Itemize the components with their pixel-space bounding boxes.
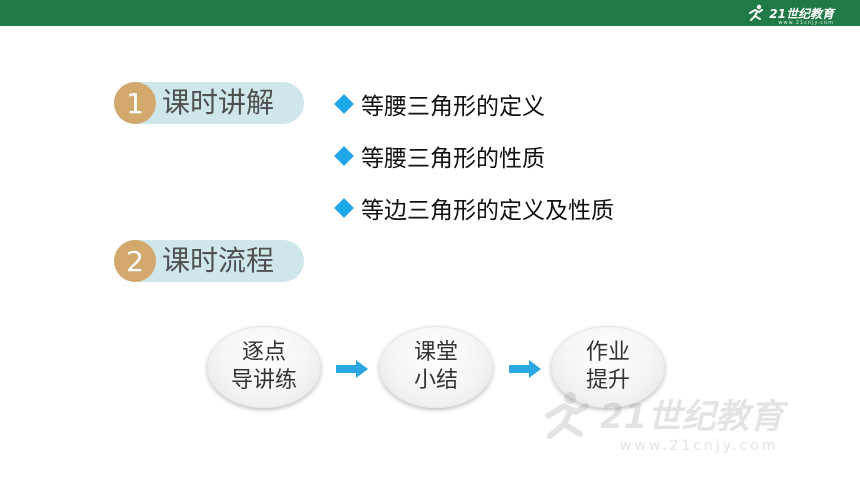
section-lesson-flow: 2 课时流程: [114, 240, 304, 282]
flow-step-homework[interactable]: 作业 提升: [551, 326, 665, 408]
watermark-text: 21世纪教育: [600, 397, 788, 437]
topic-item: 等腰三角形的定义: [334, 86, 545, 122]
diamond-bullet-icon: [334, 198, 354, 218]
section-title: 课时讲解: [162, 86, 275, 119]
brand-text: 21世纪教育: [769, 6, 834, 21]
section-lesson-explanation: 1 课时讲解: [114, 82, 304, 124]
flow-step-summary[interactable]: 课堂 小结: [379, 326, 493, 408]
right-arrow-icon: [509, 360, 541, 378]
flow-step-label: 逐点 导讲练: [230, 340, 297, 393]
diamond-bullet-icon: [334, 146, 354, 166]
flow-step-label: 作业 提升: [585, 340, 630, 393]
diamond-bullet-icon: [334, 94, 354, 114]
brand-logo: 21世纪教育 www.21cnjy.com: [746, 3, 834, 26]
topic-text: 等腰三角形的定义: [361, 94, 545, 120]
topic-text: 等边三角形的定义及性质: [361, 198, 614, 224]
flow-step-label: 课堂 小结: [413, 340, 458, 393]
flow-step-practice[interactable]: 逐点 导讲练: [207, 326, 321, 408]
watermark-logo: 21世纪教育 www.21cnjy.com: [545, 392, 788, 454]
watermark-url: www.21cnjy.com: [620, 438, 778, 454]
top-bar: 21世纪教育 www.21cnjy.com: [0, 0, 860, 26]
brand-url: www.21cnjy.com: [778, 20, 834, 26]
section-number-badge: 2: [114, 240, 156, 282]
topic-text: 等腰三角形的性质: [361, 146, 545, 172]
topic-item: 等边三角形的定义及性质: [334, 190, 614, 226]
right-arrow-icon: [336, 360, 368, 378]
section-number-badge: 1: [114, 82, 156, 124]
runner-logo-icon: [749, 4, 764, 21]
section-title: 课时流程: [162, 244, 275, 277]
topic-item: 等腰三角形的性质: [334, 138, 545, 174]
